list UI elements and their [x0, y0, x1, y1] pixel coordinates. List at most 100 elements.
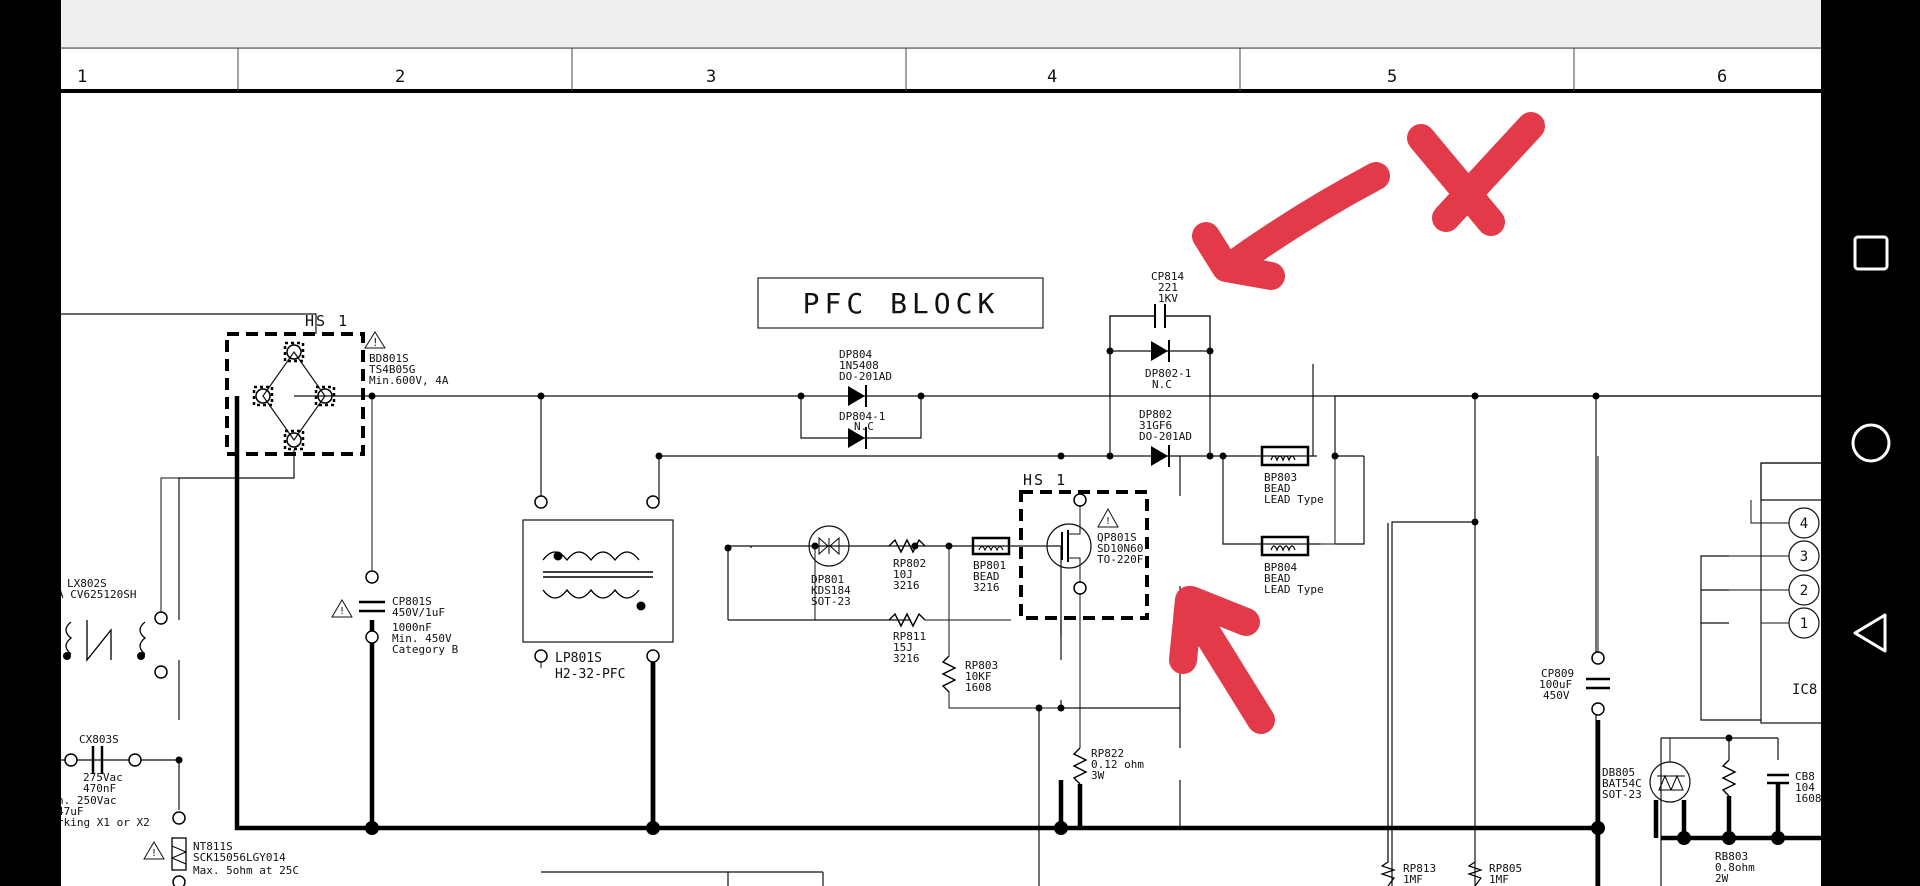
svg-text:!: ! — [1105, 516, 1111, 527]
column-label-1: 1 — [77, 67, 87, 87]
ground-bus — [234, 396, 1821, 886]
dp802-ref: DP802 — [1139, 408, 1172, 421]
column-label-3: 3 — [706, 67, 716, 87]
svg-text:!: ! — [151, 848, 157, 859]
bp801-type: BEAD — [973, 570, 1000, 583]
cx803s-note: rking X1 or X2 — [61, 816, 150, 829]
cx803s-voltage: 275Vac — [83, 771, 123, 784]
ic-label: IC8 — [1792, 682, 1817, 698]
resistor-rp813[interactable]: RP813 1MF — [1380, 523, 1436, 886]
rb803-rating: 2W — [1715, 872, 1729, 885]
dp804-part: 1N5408 — [839, 359, 879, 372]
column-label-6: 6 — [1717, 67, 1727, 87]
nt811s-part: SCK15056LGY014 — [193, 851, 286, 864]
db805-ref: DB805 — [1602, 766, 1635, 779]
ic-connector[interactable]: 4 3 2 1 IC8 — [1701, 462, 1821, 724]
ic-pin-3: 3 — [1800, 549, 1808, 565]
dp801-ref: DP801 — [811, 573, 844, 586]
dp804-package: DO-201AD — [839, 370, 892, 383]
triangle-back-icon — [1853, 613, 1887, 653]
diode-dp801[interactable]: DP801 KDS184 SOT-23 — [808, 525, 859, 620]
capacitor-cp801s[interactable]: ! CP801S 450V/1uF 1000nF Min. 450V Categ… — [331, 396, 459, 656]
resistor-rp802[interactable]: RP802 10J 3216 — [888, 538, 926, 592]
rp813-ref: RP813 — [1403, 862, 1436, 875]
resistor-rb803[interactable]: RB803 0.8ohm 2W — [1715, 759, 1755, 885]
bridge-hs-label: HS 1 — [305, 312, 349, 330]
column-label-4: 4 — [1047, 67, 1057, 87]
dp804-1-ref: DP804-1 — [839, 410, 885, 423]
qp801s-package: TO-220F — [1097, 553, 1143, 566]
bead-bp801[interactable]: BP801 BEAD 3216 — [925, 536, 1047, 594]
red-annotations — [1169, 112, 1545, 734]
resistor-rp803[interactable]: RP803 10KF 1608 — [941, 542, 1061, 709]
schematic-diagram[interactable]: 1 2 3 4 5 6 PFC BLOCK — [61, 0, 1821, 886]
annotation-arrow-bottom — [1169, 586, 1275, 734]
choke-lx802s[interactable]: LX802S A CV625120SH — [61, 477, 179, 679]
cp809-value: 100uF — [1539, 678, 1572, 691]
capacitor-cp809[interactable]: CP809 100uF 450V — [1539, 456, 1610, 716]
bd801s-part: TS4B05G — [369, 363, 415, 376]
cx803s-alt: 47uF — [61, 805, 84, 818]
dp802-1-note: N.C — [1152, 378, 1172, 391]
lx802s-ref: LX802S — [67, 577, 107, 590]
bead-bp803[interactable]: BP803 BEAD LEAD Type — [1260, 445, 1324, 506]
lp801s-part: H2-32-PFC — [555, 667, 625, 682]
qp801s-part: SD10N60 — [1097, 542, 1143, 555]
rp811-value: 15J — [893, 641, 913, 654]
ic-pin-2: 2 — [1800, 583, 1808, 599]
warning-mark: ! — [372, 336, 379, 349]
rp805-value: 1MF — [1489, 873, 1509, 886]
bp801-ref: BP801 — [973, 559, 1006, 572]
capacitor-cx803s[interactable]: CX803S 275Vac 470nF n. 250Vac 47uF rking… — [61, 733, 150, 829]
cp814-value: 221 — [1158, 281, 1178, 294]
resistor-rp805[interactable]: RP805 1MF — [1467, 861, 1522, 886]
snubber-cp814-dp802[interactable]: CP814 221 1KV DP802-1 N.C DP802 31GF6 DO… — [1109, 270, 1211, 467]
column-label-5: 5 — [1387, 67, 1397, 87]
resistor-rp822[interactable]: RP822 0.12 ohm 3W — [1072, 594, 1144, 828]
pfc-block-title: PFC BLOCK — [757, 277, 1044, 329]
rp811-ref: RP811 — [893, 630, 926, 643]
mosfet-hs-label: HS 1 — [1023, 471, 1067, 489]
rp813-value: 1MF — [1403, 873, 1423, 886]
db805-part: BAT54C — [1602, 777, 1642, 790]
resistor-rp811[interactable]: RP811 15J 3216 — [888, 612, 1011, 665]
bd801s-rating: Min.600V, 4A — [369, 374, 449, 387]
back-button[interactable] — [1846, 608, 1896, 658]
cp801s-rating: Min. 450V — [392, 632, 452, 645]
cb8-ref: CB8 — [1795, 770, 1815, 783]
nt811s-rating: Max. 5ohm at 25C — [193, 864, 299, 877]
cx803s-value: 470nF — [83, 782, 116, 795]
column-header: 1 2 3 4 5 6 — [61, 47, 1821, 93]
bp803-lead: LEAD Type — [1264, 493, 1324, 506]
home-button[interactable] — [1846, 418, 1896, 468]
thermistor-nt811s[interactable]: ! NT811S SCK15056LGY014 Max. 5ohm at 25C — [143, 811, 299, 886]
cp814-rating: 1KV — [1158, 292, 1178, 305]
qp801s-ref: QP801S — [1097, 531, 1137, 544]
block-title-text: PFC BLOCK — [803, 287, 1000, 320]
circle-icon — [1851, 423, 1891, 463]
capacitor-cb8[interactable]: CB8 104 1608 — [1767, 770, 1821, 838]
cp801s-category: Category B — [392, 643, 459, 656]
bridge-rectifier-bd801s[interactable]: HS 1 ! BD801S TS4B05G Min.600V, 4A — [225, 312, 449, 456]
rp802-package: 3216 — [893, 579, 920, 592]
diode-db805[interactable]: DB805 BAT54C SOT-23 — [1602, 737, 1729, 838]
bp804-type: BEAD — [1264, 572, 1291, 585]
inductor-lp801s[interactable]: LP801S H2-32-PFC — [522, 495, 674, 828]
wires — [61, 313, 1821, 886]
rp802-value: 10J — [893, 568, 913, 581]
bp803-ref: BP803 — [1264, 471, 1297, 484]
bp804-lead: LEAD Type — [1264, 583, 1324, 596]
mosfet-qp801s[interactable]: HS 1 ! QP801S SD10N60 TO-220F — [1019, 471, 1149, 620]
diode-dp804[interactable]: DP804 1N5408 DO-201AD DP804-1 N.C — [800, 348, 922, 449]
svg-text:!: ! — [339, 606, 345, 617]
dp804-ref: DP804 — [839, 348, 872, 361]
schematic-viewer[interactable]: 1 2 3 4 5 6 PFC BLOCK — [61, 0, 1821, 886]
cp801s-value: 450V/1uF — [392, 606, 445, 619]
rp802-ref: RP802 — [893, 557, 926, 570]
bead-bp804[interactable]: BP804 BEAD LEAD Type — [1222, 456, 1336, 596]
nt811s-ref: NT811S — [193, 840, 233, 853]
rp811-package: 3216 — [893, 652, 920, 665]
recent-apps-button[interactable] — [1846, 228, 1896, 278]
rp803-value: 10KF — [965, 670, 992, 683]
annotation-arrow-top — [1192, 162, 1390, 290]
